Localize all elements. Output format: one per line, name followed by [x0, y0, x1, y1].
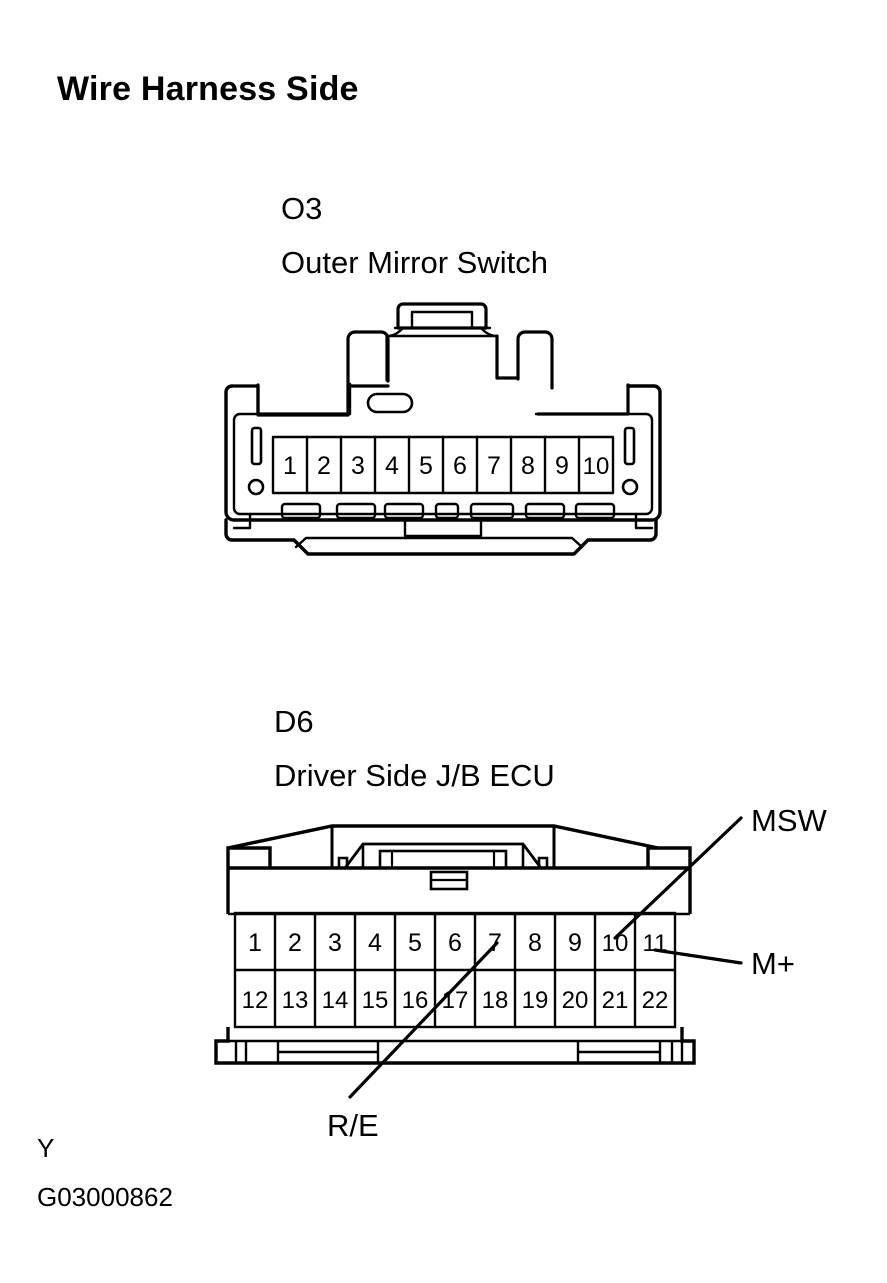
o3-skirt-center-tab — [403, 518, 483, 538]
o3-housing-notch-left — [256, 384, 350, 416]
connector-d6-name: Driver Side J/B ECU — [274, 758, 555, 793]
callout-label-msw: MSW — [751, 803, 827, 838]
o3-pin-grid-outline — [271, 435, 615, 495]
svg-text:2: 2 — [288, 929, 302, 957]
svg-text:6: 6 — [448, 929, 462, 957]
o3-housing-notch-right — [536, 384, 630, 416]
d6-pin-numbers-row-1: 1 2 3 4 5 6 7 8 9 10 11 — [248, 929, 667, 957]
svg-text:12: 12 — [242, 987, 269, 1014]
o3-inner-wall — [232, 412, 654, 516]
o3-slot-right — [623, 426, 636, 466]
o3-locator-hole-right — [621, 478, 639, 496]
callout-label-m-plus: M+ — [751, 946, 795, 981]
d6-latch-housing-bevel — [343, 842, 543, 869]
o3-post-left-outer — [353, 330, 390, 383]
svg-text:13: 13 — [282, 987, 309, 1014]
svg-text:4: 4 — [368, 929, 382, 957]
svg-text:7: 7 — [487, 452, 501, 480]
o3-housing-left-step — [230, 383, 350, 417]
d6-corner-right — [646, 846, 692, 868]
o3-skirt-notch-left — [232, 512, 252, 530]
d6-pin-grid — [233, 911, 677, 1029]
svg-text:3: 3 — [328, 929, 342, 957]
connector-d6-code: D6 — [274, 704, 314, 739]
d6-rib-right — [537, 856, 549, 868]
o3-latch-bar — [410, 310, 474, 330]
svg-text:5: 5 — [419, 452, 433, 480]
page-title: Wire Harness Side — [57, 70, 359, 108]
svg-text:9: 9 — [555, 452, 569, 480]
svg-text:22: 22 — [642, 987, 669, 1014]
o3-latch-flare-left — [385, 326, 405, 338]
wire-color-code: Y — [37, 1133, 55, 1163]
o3-skirt-outline — [224, 518, 658, 556]
svg-text:9: 9 — [568, 929, 582, 957]
d6-pin-numbers-row-2: 12 13 14 15 16 17 18 19 20 21 22 — [242, 987, 669, 1014]
svg-text:2: 2 — [317, 452, 331, 480]
svg-text:14: 14 — [322, 987, 349, 1014]
o3-post-right-inner — [516, 330, 527, 381]
o3-pin-grid — [271, 435, 615, 495]
connector-o3-name: Outer Mirror Switch — [281, 245, 548, 280]
o3-skirt-notch-right — [634, 512, 654, 530]
svg-text:19: 19 — [522, 987, 549, 1014]
svg-text:3: 3 — [351, 452, 365, 480]
svg-text:8: 8 — [521, 452, 535, 480]
connector-d6-drawing — [214, 824, 696, 1065]
svg-text:15: 15 — [362, 987, 389, 1014]
d6-rib-left — [337, 856, 349, 868]
svg-text:1: 1 — [283, 452, 297, 480]
d6-latch-tab — [429, 870, 469, 891]
d6-callout-leaders — [348, 816, 743, 1099]
o3-housing-outer — [224, 384, 662, 522]
callout-label-re: R/E — [327, 1108, 379, 1143]
svg-text:8: 8 — [528, 929, 542, 957]
connector-o3-code: O3 — [281, 191, 323, 226]
svg-text:6: 6 — [453, 452, 467, 480]
o3-shelf-slot — [366, 392, 414, 414]
o3-latch-flare-right — [479, 326, 499, 338]
svg-text:21: 21 — [602, 987, 629, 1014]
svg-text:7: 7 — [488, 929, 502, 957]
o3-inner-wall-left — [238, 382, 352, 416]
d6-latch-bar — [378, 849, 508, 870]
leader-line-re — [348, 941, 499, 1099]
svg-text:17: 17 — [442, 987, 469, 1014]
o3-latch-cap — [396, 302, 488, 330]
d6-skirt-outline — [214, 1027, 696, 1065]
leader-line-m-plus — [653, 948, 743, 965]
svg-text:10: 10 — [583, 453, 610, 480]
o3-bottom-lances — [280, 502, 616, 520]
svg-text:20: 20 — [562, 987, 589, 1014]
svg-text:18: 18 — [482, 987, 509, 1014]
o3-slot-left — [250, 426, 263, 466]
o3-pin-numbers: 1 2 3 4 5 6 7 8 9 10 — [283, 452, 609, 480]
d6-pin-grid-outline — [233, 911, 677, 1029]
d6-top-bevel — [227, 824, 659, 850]
svg-text:4: 4 — [385, 452, 399, 480]
svg-text:11: 11 — [643, 930, 668, 957]
connector-o3-drawing — [224, 302, 662, 556]
o3-skirt-inner-lip — [294, 536, 584, 549]
d6-corner-left — [226, 846, 272, 868]
svg-text:16: 16 — [402, 987, 429, 1014]
svg-text:5: 5 — [408, 929, 422, 957]
o3-post-left-inner — [346, 330, 357, 388]
svg-text:1: 1 — [248, 929, 262, 957]
o3-post-right-outer — [523, 330, 554, 388]
leader-line-msw — [613, 816, 743, 940]
o3-locator-hole-left — [247, 478, 265, 496]
figure-id: G03000862 — [37, 1182, 173, 1212]
svg-text:10: 10 — [602, 930, 629, 957]
